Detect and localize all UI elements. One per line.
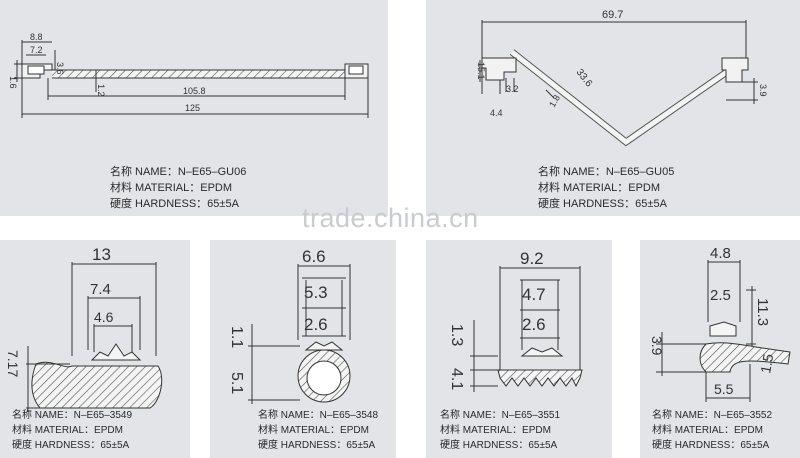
3552-hardness: 硬度 HARDNESS：65±5A xyxy=(652,440,770,451)
gu05-dim-d1: 69.7 xyxy=(602,9,623,21)
watermark: trade.china.cn xyxy=(302,203,479,233)
gu06-drawing: 8.8 7.2 3.6 1.6 1.2 105.8 125 xyxy=(8,32,369,118)
3551-dim-d2: 4.7 xyxy=(522,285,546,304)
3549-name: 名称 NAME：N–E65–3549 xyxy=(12,410,133,421)
gu06-material: 材料 MATERIAL：EPDM xyxy=(110,182,233,194)
3551-material: 材料 MATERIAL：EPDM xyxy=(440,425,551,436)
3548-dim-d5: 5.1 xyxy=(228,372,245,394)
gu05-dim-d2: 15.1 xyxy=(476,62,486,80)
3552-dim-d3: 11.3 xyxy=(754,298,771,326)
gu05-spec: 名称 NAME：N–E65–GU05 材料 MATERIAL：EPDM 硬度 H… xyxy=(538,164,674,212)
3548-drawing: 6.6 5.3 2.6 1.1 5.1 xyxy=(228,247,351,404)
3551-drawing: 9.2 4.7 2.6 1.3 4.1 xyxy=(448,249,583,392)
3549-spec: 名称 NAME：N–E65–3549 材料 MATERIAL：EPDM 硬度 H… xyxy=(12,408,132,453)
3549-material: 材料 MATERIAL：EPDM xyxy=(12,425,123,436)
3552-dim-d4: 3.9 xyxy=(649,336,665,356)
profile-panel-3549: 13 7.4 4.6 7.17 名称 NAME：N–E65–3549 材料 MA… xyxy=(0,240,190,458)
3551-hardness: 硬度 HARDNESS：65±5A xyxy=(440,440,558,451)
3548-hardness: 硬度 HARDNESS：65±5A xyxy=(258,440,376,451)
3549-dim-d2: 7.4 xyxy=(90,281,111,298)
3551-dim-d4: 1.3 xyxy=(448,324,465,346)
gu05-dim-d5: 33.6 xyxy=(574,67,595,89)
gu06-dim-d5: 1.2 xyxy=(96,84,106,97)
3549-dim-d3: 4.6 xyxy=(94,309,114,325)
3552-material: 材料 MATERIAL：EPDM xyxy=(652,425,763,436)
3548-name: 名称 NAME：N–E65–3548 xyxy=(258,410,379,421)
3549-dim-d4: 7.17 xyxy=(5,350,21,377)
3552-dim-d5: 5.5 xyxy=(714,381,734,397)
gu06-dim-d2: 7.2 xyxy=(30,45,43,55)
profile-panel-gu05: 69.7 15.1 3.2 4.4 33.6 1.8 3.9 名称 NAME：N… xyxy=(426,0,800,216)
gu05-dim-d7: 3.9 xyxy=(758,84,768,97)
3549-hardness: 硬度 HARDNESS：65±5A xyxy=(12,440,130,451)
3551-dim-d1: 9.2 xyxy=(520,249,544,268)
3551-dim-d3: 2.6 xyxy=(522,315,546,334)
3551-name: 名称 NAME：N–E65–3551 xyxy=(440,410,561,421)
gu05-dim-d6: 1.8 xyxy=(547,93,562,109)
gu05-name: 名称 NAME：N–E65–GU05 xyxy=(538,166,675,178)
profile-panel-3548: 6.6 5.3 2.6 1.1 5.1 名称 NAME：N–E65–3548 材… xyxy=(210,240,396,458)
3552-dim-d2: 2.5 xyxy=(710,287,731,304)
3552-spec: 名称 NAME：N–E65–3552 材料 MATERIAL：EPDM 硬度 H… xyxy=(652,408,772,453)
gu06-dim-d4: 1.6 xyxy=(8,76,18,89)
gu06-name: 名称 NAME：N–E65–GU06 xyxy=(110,166,247,178)
gu05-drawing: 69.7 15.1 3.2 4.4 33.6 1.8 3.9 xyxy=(476,9,768,147)
gu06-dim-d3: 3.6 xyxy=(55,62,65,75)
3548-material: 材料 MATERIAL：EPDM xyxy=(258,425,369,436)
profile-panel-3552: 4.8 2.5 11.3 3.9 5.5 1.5 名称 NAME：N–E65–3… xyxy=(640,240,800,458)
3548-dim-d3: 2.6 xyxy=(304,315,328,334)
gu06-dim-d1: 8.8 xyxy=(30,32,43,42)
3549-dim-d1: 13 xyxy=(92,245,111,264)
gu06-dim-d7: 125 xyxy=(185,103,200,113)
3548-dim-d4: 1.1 xyxy=(228,326,245,348)
3552-drawing: 4.8 2.5 11.3 3.9 5.5 1.5 xyxy=(649,245,791,402)
3548-dim-d2: 5.3 xyxy=(304,283,328,302)
gu05-dim-d4: 4.4 xyxy=(490,108,503,118)
gu05-hardness: 硬度 HARDNESS：65±5A xyxy=(538,198,667,210)
3548-spec: 名称 NAME：N–E65–3548 材料 MATERIAL：EPDM 硬度 H… xyxy=(258,408,378,453)
3549-drawing: 13 7.4 4.6 7.17 xyxy=(5,245,163,412)
3551-dim-d5: 4.1 xyxy=(448,368,465,390)
3551-spec: 名称 NAME：N–E65–3551 材料 MATERIAL：EPDM 硬度 H… xyxy=(440,408,560,453)
3552-dim-d6: 1.5 xyxy=(757,352,776,374)
3552-name: 名称 NAME：N–E65–3552 xyxy=(652,410,773,421)
gu06-hardness: 硬度 HARDNESS：65±5A xyxy=(110,198,239,210)
3552-dim-d1: 4.8 xyxy=(710,245,731,262)
gu06-spec: 名称 NAME：N–E65–GU06 材料 MATERIAL：EPDM 硬度 H… xyxy=(110,164,246,212)
3548-dim-d1: 6.6 xyxy=(302,247,326,266)
profile-panel-3551: 9.2 4.7 2.6 1.3 4.1 名称 NAME：N–E65–3551 材… xyxy=(426,240,612,458)
gu06-dim-d6: 105.8 xyxy=(183,86,206,96)
gu05-material: 材料 MATERIAL：EPDM xyxy=(538,182,661,194)
gu05-dim-d3: 3.2 xyxy=(506,84,519,94)
profile-panel-gu06: 8.8 7.2 3.6 1.6 1.2 105.8 125 名称 NAME：N–… xyxy=(0,0,388,216)
